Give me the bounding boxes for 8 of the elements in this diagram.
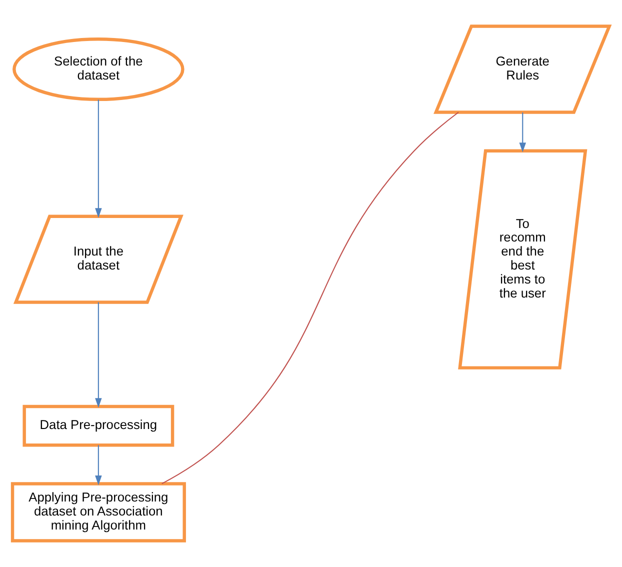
connector [162,112,459,484]
arrow [519,112,526,152]
node-box: Data Pre-processing [22,404,174,447]
arrow [95,302,102,408]
arrow [95,445,102,486]
node-box: Applying Pre-processing dataset on Association mining Algorithm [10,482,186,542]
arrow [95,100,102,218]
node-ellipse: Selection of the dataset [12,38,184,101]
